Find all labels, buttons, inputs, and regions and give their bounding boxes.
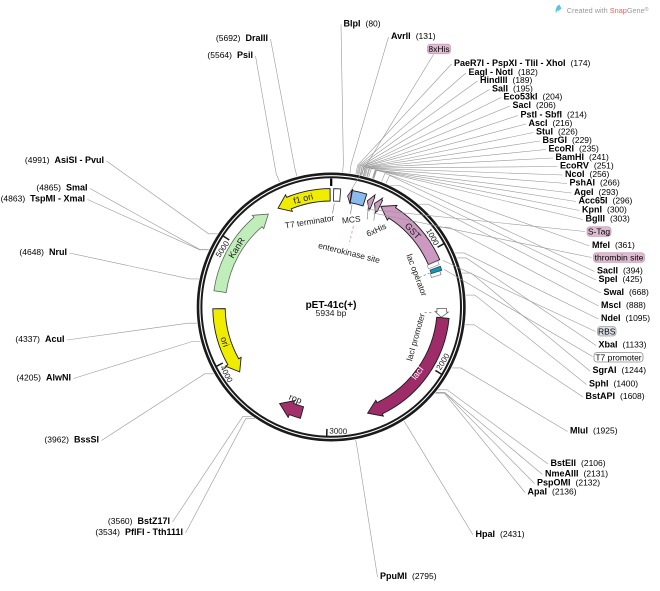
svg-text:(4648)NruI: (4648)NruI bbox=[19, 247, 67, 257]
svg-text:5934 bp: 5934 bp bbox=[316, 308, 347, 318]
svg-text:(5564)PsiI: (5564)PsiI bbox=[207, 50, 253, 60]
svg-text:S-Tag: S-Tag bbox=[588, 227, 610, 237]
svg-text:(3534)PflFI - Tth111I: (3534)PflFI - Tth111I bbox=[95, 527, 183, 537]
svg-text:Created with SnapGene®: Created with SnapGene® bbox=[567, 6, 649, 15]
svg-text:MCS: MCS bbox=[341, 214, 361, 226]
svg-text:T7 promoter: T7 promoter bbox=[595, 352, 641, 362]
svg-text:ApaI(2136): ApaI(2136) bbox=[528, 487, 577, 497]
svg-text:PshAI(266): PshAI(266) bbox=[570, 178, 621, 188]
svg-text:XbaI(1133): XbaI(1133) bbox=[599, 340, 647, 350]
svg-text:3000: 3000 bbox=[329, 427, 348, 437]
svg-text:thrombin site: thrombin site bbox=[595, 253, 644, 263]
svg-text:NdeI(1095): NdeI(1095) bbox=[601, 313, 650, 323]
svg-text:(4863)TspMI - XmaI: (4863)TspMI - XmaI bbox=[1, 194, 85, 204]
svg-text:(3560)BstZ17I: (3560)BstZ17I bbox=[108, 516, 170, 526]
svg-text:(4991)AsiSI - PvuI: (4991)AsiSI - PvuI bbox=[25, 155, 104, 165]
svg-text:RBS: RBS bbox=[598, 326, 616, 336]
svg-text:HpaI(2431): HpaI(2431) bbox=[476, 529, 525, 539]
svg-text:SphI(1400): SphI(1400) bbox=[589, 379, 638, 389]
svg-text:8xHis: 8xHis bbox=[428, 44, 449, 54]
svg-text:MluI(1925): MluI(1925) bbox=[570, 426, 618, 436]
svg-text:(4337)AcuI: (4337)AcuI bbox=[15, 334, 64, 344]
